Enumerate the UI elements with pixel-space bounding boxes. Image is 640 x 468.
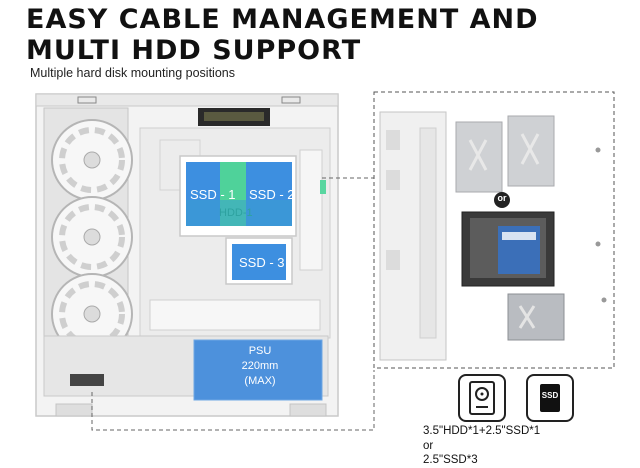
headline: EASY CABLE MANAGEMENT AND MULTI HDD SUPP…: [26, 4, 539, 66]
front-fan-2-icon: [51, 196, 133, 278]
or-badge-label: or: [497, 193, 507, 203]
psu-line-3: (MAX): [244, 375, 276, 387]
ssd-3-label: SSD - 3: [239, 255, 285, 270]
ssd-legend-icon: SSD: [526, 374, 574, 422]
subtitle: Multiple hard disk mounting positions: [30, 66, 235, 80]
hdd-legend-icon: [458, 374, 506, 422]
ssd-1-label: SSD - 1: [190, 187, 236, 202]
front-fan-1-icon: [51, 119, 133, 201]
ssd-bracket-icon: [455, 115, 555, 193]
ssd-3-slot: [232, 244, 286, 280]
headline-line-2: MULTI HDD SUPPORT: [26, 35, 362, 66]
legend-line-2: or: [423, 440, 434, 452]
hdd-label: HDD-1: [219, 207, 253, 219]
legend-line-1: 3.5"HDD*1+2.5"SSD*1: [423, 425, 541, 437]
or-badge: [494, 192, 510, 208]
callout-line-bottom: [91, 370, 375, 431]
psu-line-2: 220mm: [241, 360, 279, 372]
psu-label: PSU 220mm (MAX): [220, 344, 300, 389]
psu-line-1: PSU: [248, 345, 272, 357]
front-fan-3-icon: [51, 273, 133, 355]
ssd-drive-icon: [507, 293, 565, 341]
hdd-drive-icon: [461, 211, 555, 287]
ssd-2-label: SSD - 2: [249, 187, 295, 202]
headline-line-1: EASY CABLE MANAGEMENT AND: [26, 4, 539, 35]
legend-line-3: 2.5"SSD*3: [423, 454, 478, 466]
ssd-legend-icon-text: SSD: [541, 391, 559, 400]
psu-area: [194, 340, 322, 400]
